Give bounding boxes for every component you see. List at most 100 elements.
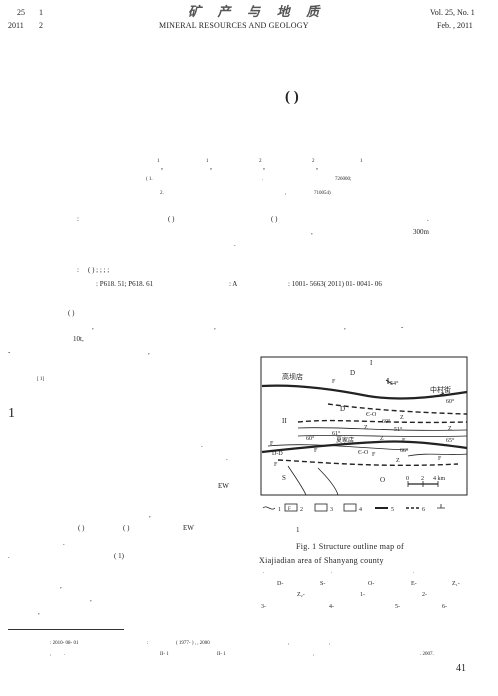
clc-number: : P618. 51; P618. 61: [96, 280, 154, 288]
header-date-en: Feb. , 2011: [437, 21, 473, 30]
author-sep: ,: [161, 162, 163, 171]
author-sup: 1: [360, 159, 363, 164]
legend-text: S-: [320, 581, 326, 587]
body-text: 10t,: [73, 335, 84, 343]
abstract-text: .: [234, 240, 236, 248]
dip-angle: 60°: [306, 435, 315, 442]
legend-text: Z₂-: [297, 592, 305, 598]
structure-map-figure: I 高坝店 D F 54° 中村街 60° II D Є-O Z 60° Z 5…: [258, 356, 470, 516]
fault-f1: F: [332, 379, 336, 385]
figure-caption-en-1: Fig. 1 Structure outline map of: [296, 542, 404, 551]
scale-2: 2: [421, 476, 424, 482]
dip-angle: 51°: [394, 426, 403, 433]
body-text: .: [201, 441, 203, 449]
abstract-label: :: [77, 215, 79, 223]
legend-1: 1: [278, 507, 281, 513]
unit-d-middle: D: [340, 405, 345, 413]
header-volume-en: Vol. 25, No. 1: [430, 8, 475, 17]
author-bio: ( 1977- ) , , 2000: [176, 641, 210, 646]
affiliation-1-postcode: 726000;: [335, 177, 352, 182]
figure-caption-en-2: Xiajiadian area of Shanyang county: [259, 556, 384, 565]
author-sep: ,: [210, 162, 212, 171]
footnote-text: :: [147, 641, 149, 646]
unit-s: S: [282, 474, 286, 482]
dip-angle: 60°: [446, 398, 455, 405]
author-sep: ,: [263, 162, 265, 171]
unit-z: Z: [448, 426, 452, 432]
abstract-text: ( ): [168, 215, 175, 223]
legend-text: 4-: [329, 604, 334, 610]
body-text: ,: [60, 582, 62, 590]
unit-o: O: [380, 476, 385, 484]
legend-text: 2-: [422, 592, 427, 598]
legend-5: 5: [391, 507, 394, 513]
footnote-text: ,: [50, 652, 52, 657]
legend-2: 2: [300, 507, 303, 513]
legend-3: 3: [330, 507, 333, 513]
footnote-rule: [8, 629, 124, 630]
author-sup: 2: [312, 159, 315, 164]
body-text: ,: [214, 323, 216, 331]
figure-reference: ( 1): [114, 552, 124, 560]
page-number: 41: [456, 663, 466, 674]
body-text: ,: [38, 608, 40, 616]
footnote-text: II- 1: [160, 652, 169, 657]
affiliation-2-postcode: 710054): [314, 191, 331, 196]
body-text: ,: [149, 511, 151, 519]
affiliation-1: ( 1.: [146, 177, 153, 182]
fault-f4: F: [314, 448, 318, 454]
scale-0: 0: [406, 476, 409, 482]
figure-caption-number: 1: [296, 526, 300, 534]
unit-d-north: D: [350, 369, 355, 377]
body-text: .: [63, 539, 65, 547]
legend-text: .: [331, 570, 333, 575]
abstract-text: .: [427, 215, 429, 223]
footnote-text: ,: [329, 641, 331, 646]
place-gaobadian: 高坝店: [282, 372, 303, 381]
header-volume-cn: 25: [17, 8, 25, 17]
body-text: EW: [183, 524, 194, 532]
unit-z: Z: [396, 458, 400, 464]
author-sup: 1: [206, 159, 209, 164]
unit-z: Z: [380, 436, 384, 442]
document-code: : A: [229, 280, 238, 288]
reference-marker: [ 1]: [37, 377, 45, 382]
legend-f: F: [288, 507, 291, 512]
body-text: ,: [148, 348, 150, 356]
received-date: : 2010- 08- 01: [50, 641, 79, 646]
abstract-text: ( ): [271, 215, 278, 223]
fault-f3: F: [402, 438, 406, 444]
dip-angle: 54°: [390, 380, 399, 387]
unit-co: Є-O: [358, 450, 369, 456]
author-sup: 2: [259, 159, 262, 164]
journal-logo: 矿 产 与 地 质: [188, 5, 326, 20]
abstract-depth: 300m: [413, 228, 429, 236]
footnote-text: .: [64, 652, 66, 657]
scale-4km: 4 km: [433, 476, 446, 482]
body-text: -: [401, 323, 404, 331]
fault-f5: F: [372, 452, 376, 458]
fault-f3-west: F: [274, 462, 278, 468]
author-sep: ,: [316, 162, 318, 171]
legend-text: 6-: [442, 604, 447, 610]
legend-text: .: [413, 570, 415, 575]
legend-6: 6: [422, 507, 425, 513]
body-text: ( ): [78, 524, 85, 532]
header-year-cn: 2011: [8, 21, 24, 30]
body-text: EW: [218, 482, 229, 490]
body-text: ,: [344, 323, 346, 331]
affiliation-1-dot: .: [262, 177, 264, 182]
legend-text: 1-: [360, 592, 365, 598]
legend-text: D-: [277, 581, 284, 587]
unit-z: Z: [364, 425, 368, 431]
header-issue-cn: 1: [39, 8, 43, 17]
legend-text: O-: [368, 581, 375, 587]
body-text: ,: [92, 323, 94, 331]
body-text: -: [8, 348, 11, 356]
article-title: ( ): [285, 89, 299, 105]
legend-4: 4: [359, 507, 362, 513]
affiliation-2-sep: ,: [285, 191, 287, 196]
unit-z: Z: [400, 415, 404, 421]
region-label-ii: II: [282, 417, 287, 425]
footnote-text: . 2007.: [420, 652, 434, 657]
